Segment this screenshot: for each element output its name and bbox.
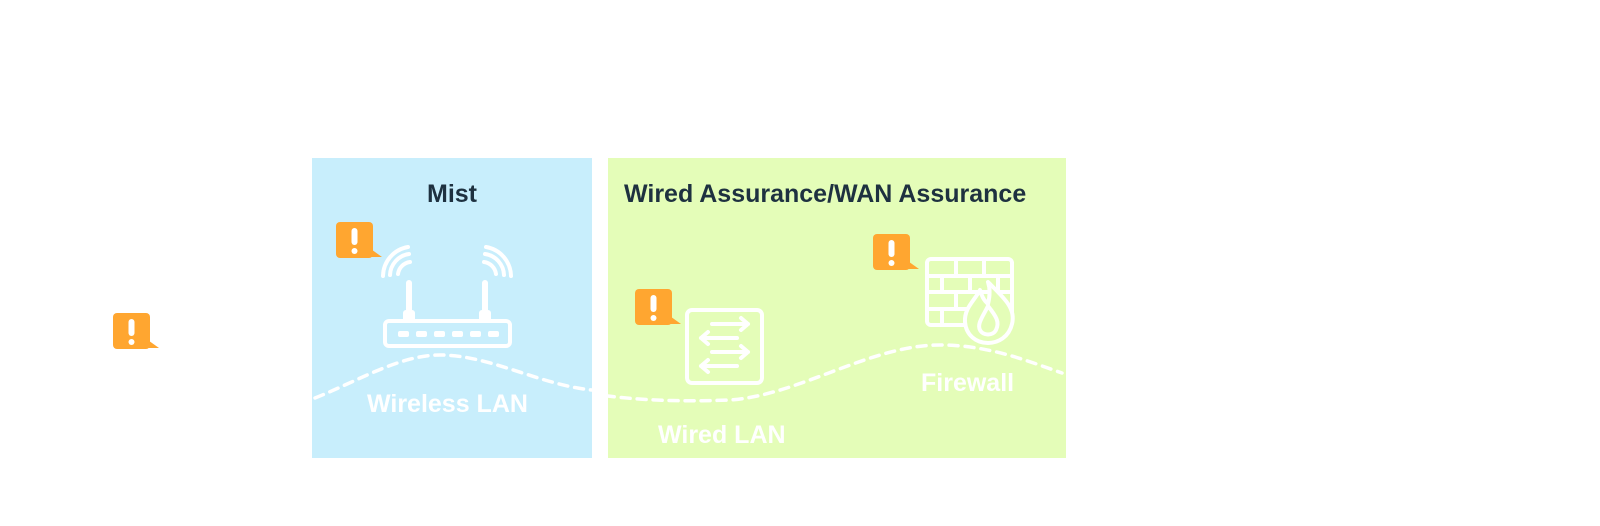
wireless-lan-label: Wireless LAN: [367, 390, 528, 418]
mist-title: Mist: [427, 180, 477, 208]
network-path: [313, 343, 1064, 403]
wifi-router-icon: [381, 245, 513, 348]
firewall-icon: [925, 257, 1015, 345]
alert-icon: [635, 289, 681, 325]
alert-icon: [336, 222, 382, 258]
wired-lan-label: Wired LAN: [658, 421, 786, 449]
wired-wan-title: Wired Assurance/WAN Assurance: [624, 180, 1027, 208]
network-switch-icon: [685, 308, 764, 385]
mist-panel: Mist Wireless LAN: [312, 158, 592, 458]
alert-icon: [113, 313, 159, 349]
alert-icon: [873, 234, 919, 270]
firewall-label: Firewall: [921, 369, 1015, 397]
